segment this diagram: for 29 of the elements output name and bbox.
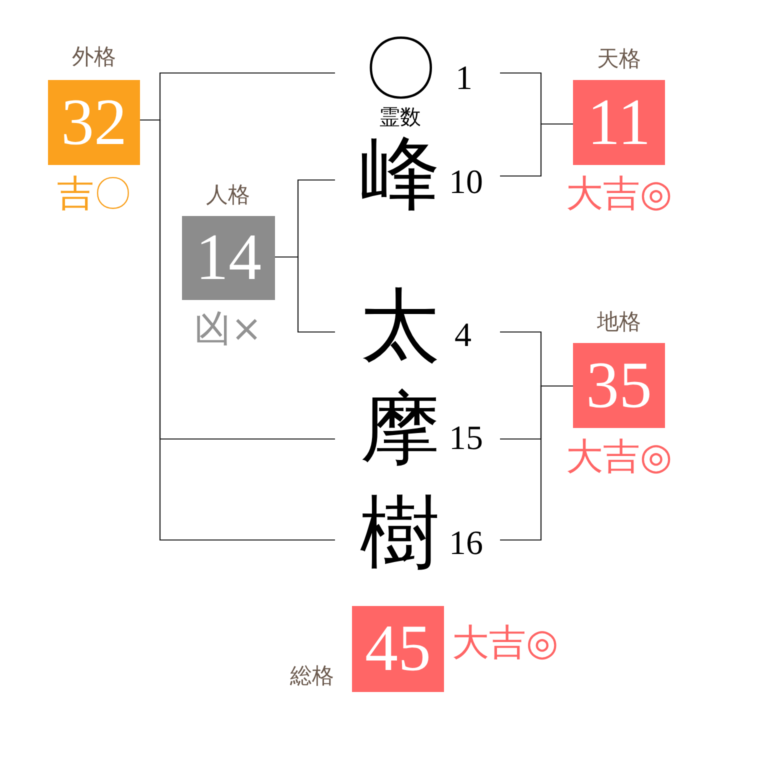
name-character: 峰 bbox=[360, 135, 440, 215]
name-character: 〇 bbox=[364, 33, 436, 105]
connector-line bbox=[275, 256, 335, 333]
score-box: 14 bbox=[182, 216, 275, 300]
stroke-count: 10 bbox=[449, 166, 483, 200]
fortune-label: 凶× bbox=[194, 310, 262, 347]
fortune-label: 大吉◎ bbox=[566, 438, 672, 475]
name-character: 太 bbox=[360, 287, 440, 367]
score-box: 32 bbox=[48, 80, 140, 165]
fortune-label: 吉〇 bbox=[57, 175, 131, 212]
fortune-label: 大吉◎ bbox=[452, 624, 558, 661]
stroke-count: 4 bbox=[454, 319, 472, 353]
name-character: 摩 bbox=[360, 390, 440, 470]
category-label: 外格 bbox=[72, 47, 116, 69]
connector-line bbox=[500, 123, 573, 177]
category-label: 人格 bbox=[206, 185, 250, 207]
category-label: 天格 bbox=[597, 49, 641, 71]
category-label: 総格 bbox=[290, 666, 334, 688]
stroke-count: 16 bbox=[449, 527, 483, 561]
score-box: 11 bbox=[573, 80, 665, 165]
score-box: 45 bbox=[352, 606, 444, 692]
caption-label: 霊数 bbox=[379, 107, 421, 128]
stroke-count: 15 bbox=[449, 422, 483, 456]
score-box: 35 bbox=[573, 343, 665, 428]
stroke-count: 1 bbox=[456, 62, 472, 96]
connector-line bbox=[500, 385, 573, 541]
name-character: 樹 bbox=[360, 494, 440, 574]
category-label: 地格 bbox=[597, 312, 641, 334]
fortune-label: 大吉◎ bbox=[566, 175, 672, 212]
